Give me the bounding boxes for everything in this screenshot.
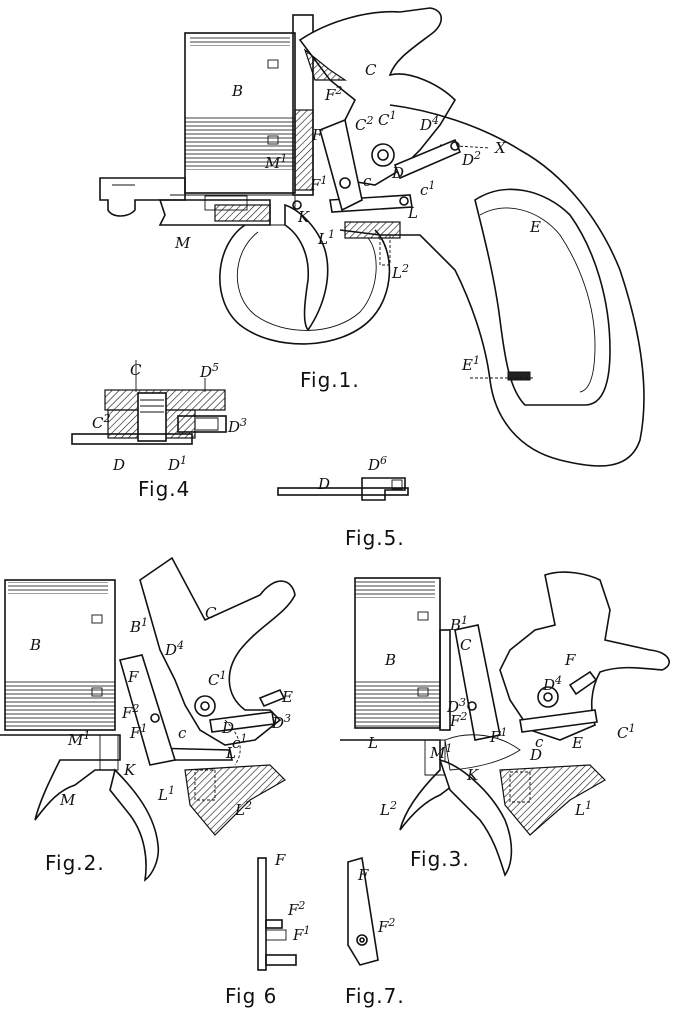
figure-6-label: F1	[292, 924, 310, 944]
caption-fig-5: Fig.5.	[345, 526, 405, 550]
figure-6-label: F	[274, 851, 286, 869]
figure-5-label: L1	[574, 799, 592, 819]
figure-1-label: B	[231, 82, 243, 100]
figure-5-label: M1	[429, 742, 452, 762]
figure-5-label: B	[384, 651, 396, 669]
caption-fig-4: Fig.4	[138, 477, 190, 501]
figure-4-label: c	[178, 724, 187, 742]
figure-5-label: C1	[617, 722, 635, 742]
hand-f	[319, 118, 363, 212]
figure-4-label: D3	[271, 712, 291, 732]
figure-2-label: D3	[227, 416, 247, 436]
figure-3-label: D6	[367, 454, 387, 474]
figure-6	[257, 857, 297, 971]
figure-1-label: c1	[420, 179, 435, 199]
figure-2-label: D5	[199, 361, 219, 381]
figure-4-label: L	[225, 744, 236, 762]
figure-1-label: K	[297, 208, 310, 226]
figure-1-label: C	[365, 61, 377, 79]
figure-4-label: M	[59, 791, 76, 809]
figure-5-label: C	[460, 636, 472, 654]
trigger-k	[284, 203, 329, 332]
figure-4-label: F	[127, 668, 139, 686]
figure-4-label: B1	[129, 616, 148, 636]
caption-fig-6: Fig 6	[225, 984, 277, 1008]
figure-1-label: L1	[317, 228, 335, 248]
caption-fig-3: Fig.3.	[410, 847, 470, 871]
figure-7-label: F	[357, 866, 369, 884]
barrel-lug	[99, 177, 186, 217]
figure-1-label: E1	[461, 354, 480, 374]
figure-4-label: E	[281, 688, 293, 706]
caption-fig-1: Fig.1.	[300, 368, 360, 392]
hammer-c	[499, 571, 670, 741]
figure-1-label: X	[494, 139, 507, 157]
figure-1-label: D2	[461, 149, 481, 169]
figure-5-label: D	[529, 746, 542, 764]
figure-1-label: L2	[391, 262, 409, 282]
trigger-k	[438, 758, 513, 877]
figure-2-label: D	[112, 456, 125, 474]
figure-5-label: L2	[379, 799, 397, 819]
figure-3-label: D	[317, 475, 330, 493]
figure-2-label: C	[130, 361, 142, 379]
figure-4-label: D	[221, 719, 234, 737]
trigger-guard	[219, 224, 391, 345]
figure-1-label: E	[529, 218, 541, 236]
figure-6-label: F2	[287, 899, 305, 919]
figure-1-label: L	[407, 204, 418, 222]
figure-1-label: M	[174, 234, 191, 252]
figure-4-label: L2	[234, 799, 252, 819]
figure-5-label: F	[564, 651, 576, 669]
figure-1	[99, 7, 645, 467]
hand-f	[118, 654, 177, 766]
hammer-c	[139, 556, 296, 746]
grip-panel-e	[474, 188, 611, 406]
caption-fig-7: Fig.7.	[345, 984, 405, 1008]
caption-fig-2: Fig.2.	[45, 851, 105, 875]
figure-1-label: F1	[309, 174, 327, 194]
figure-5-label: F2	[449, 710, 467, 730]
figure-5-label: c	[535, 733, 544, 751]
figure-3	[340, 571, 670, 877]
figure-4	[71, 360, 227, 445]
trigger-k	[109, 768, 160, 882]
figure-5	[277, 477, 409, 501]
figure-2-label: D1	[167, 454, 187, 474]
figure-4-label: B	[29, 636, 41, 654]
figure-4-label: K	[123, 761, 136, 779]
figure-1-label: F	[311, 126, 323, 144]
figure-5-label: L	[367, 734, 378, 752]
figure-4-label: M1	[67, 729, 90, 749]
figure-1-label: F2	[324, 84, 342, 104]
figure-7-label: F2	[377, 916, 395, 936]
figure-5-label: F1	[489, 726, 507, 746]
frame-grip	[339, 104, 645, 467]
figure-1-label: D	[391, 164, 404, 182]
figure-2	[0, 556, 296, 882]
figure-5-label: E	[571, 734, 583, 752]
figure-5-label: K	[466, 766, 479, 784]
figure-4-label: C	[205, 604, 217, 622]
figure-1-label: c	[363, 172, 372, 190]
figure-4-label: L1	[157, 784, 175, 804]
figure-7	[347, 856, 379, 966]
